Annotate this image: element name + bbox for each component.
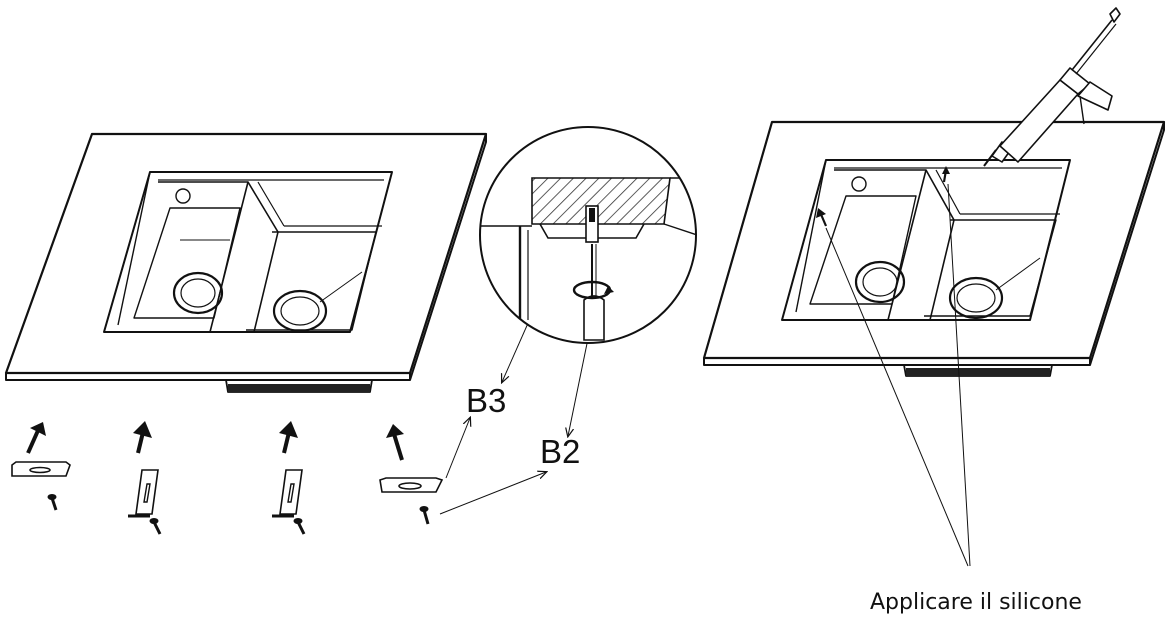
sink-right	[702, 120, 1166, 377]
clip-icon	[11, 461, 71, 477]
screwdriver-icon	[583, 295, 605, 341]
clip-icon	[379, 477, 444, 493]
arrow-up-icon	[386, 424, 404, 438]
arrow-up-icon	[133, 421, 152, 438]
screw-icon	[50, 497, 58, 511]
label-b2: B2	[540, 433, 581, 470]
clip-4	[379, 424, 444, 525]
clips-row	[11, 421, 444, 535]
label-apply-silicone: Applicare il silicone	[870, 590, 1082, 615]
clip-icon	[279, 469, 303, 515]
sink-left	[4, 132, 488, 393]
screw-icon	[296, 521, 306, 535]
clip-2	[128, 421, 162, 535]
screw-icon	[422, 509, 430, 525]
clip-icon	[135, 469, 159, 515]
pointer-lines-silicone	[825, 183, 971, 567]
arrow-up-icon	[279, 421, 298, 438]
caulking-gun-icon	[983, 7, 1121, 167]
clip-1	[11, 422, 71, 511]
arrow-up-icon	[30, 422, 46, 436]
clip-3	[272, 421, 306, 535]
detail-magnifier	[479, 126, 697, 344]
screw-icon	[152, 521, 162, 535]
label-b3: B3	[466, 382, 507, 419]
